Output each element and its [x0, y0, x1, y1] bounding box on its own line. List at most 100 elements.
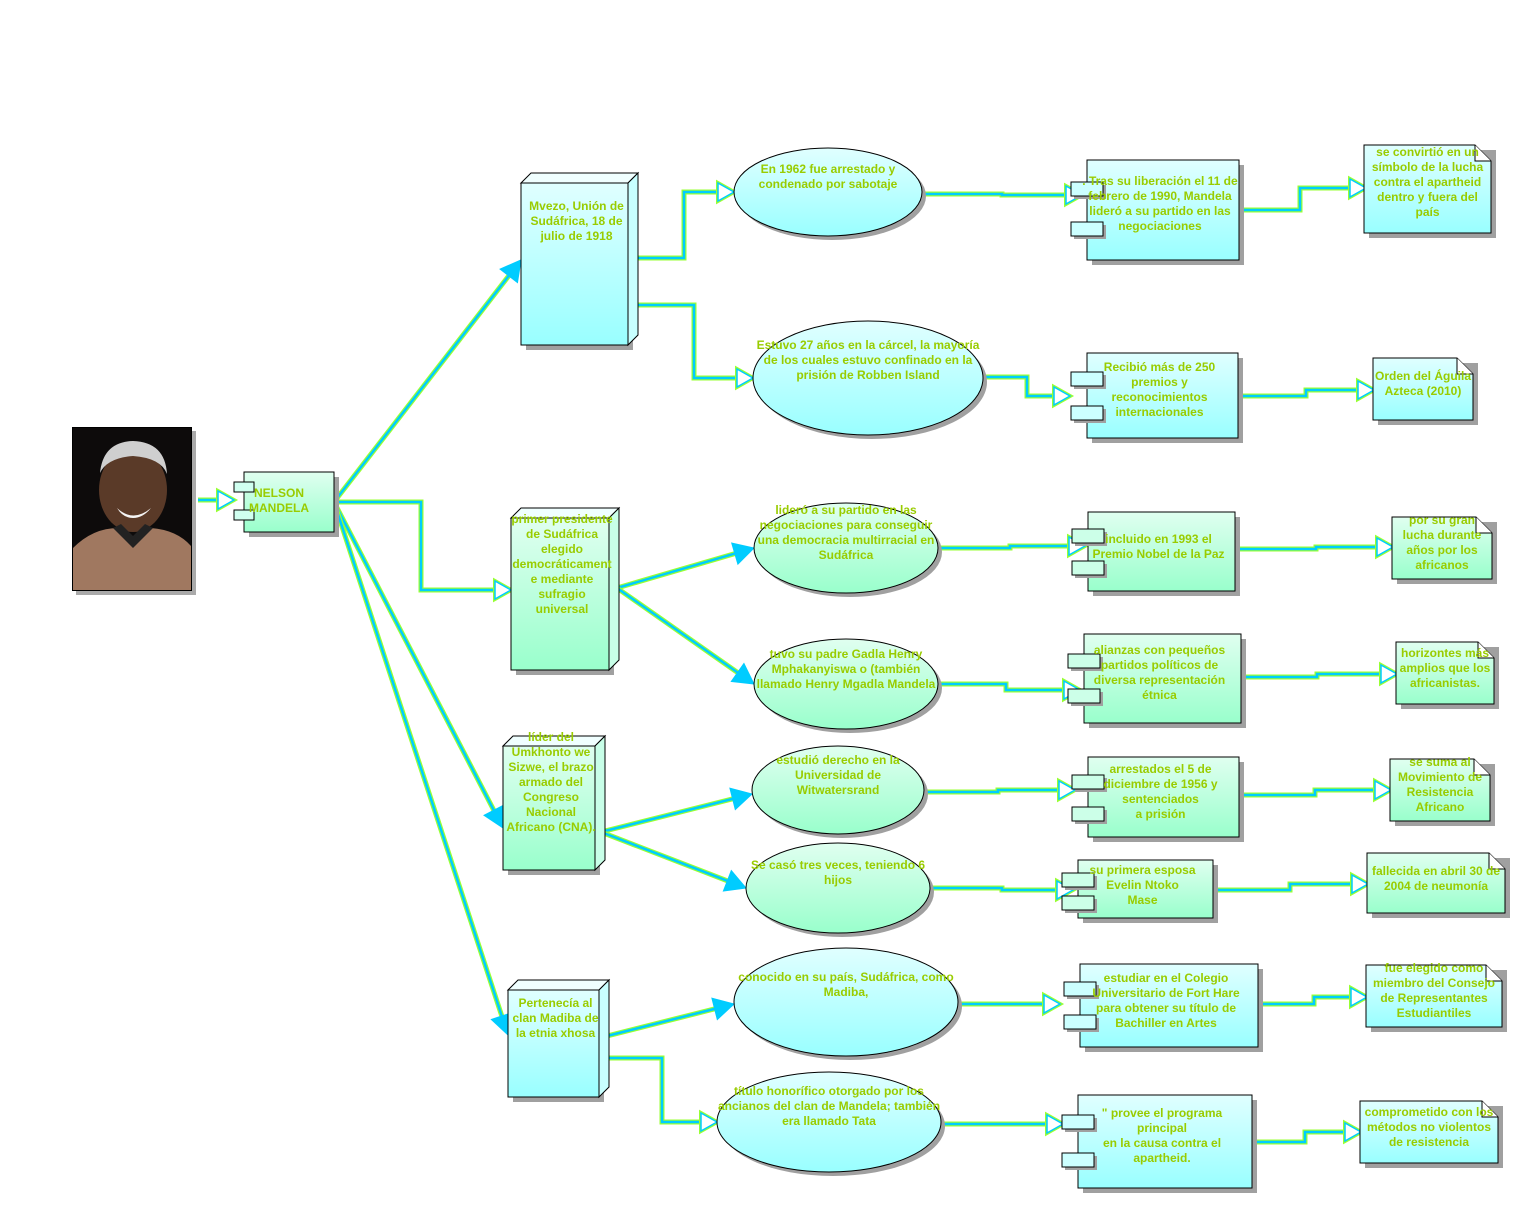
arrowhead-icon [1357, 379, 1376, 401]
arrowhead-icon [1046, 1113, 1065, 1135]
folded-corner-icon [1473, 759, 1490, 776]
component-c3[interactable] [1071, 511, 1240, 596]
ellipse-e2[interactable] [752, 320, 987, 439]
component-tab-icon [1070, 405, 1104, 421]
component-c4[interactable] [1067, 633, 1246, 728]
connector-c3-to-t3[interactable] [1238, 534, 1398, 560]
node3d-n2[interactable] [509, 506, 621, 675]
connectors [198, 175, 1402, 1145]
note-t2[interactable] [1372, 357, 1478, 425]
connector-e5-to-c5[interactable] [924, 777, 1080, 803]
connector-root-to-n4[interactable] [331, 501, 513, 1036]
arrowhead-icon [1374, 779, 1393, 801]
connector-e8-to-c8[interactable] [941, 1111, 1068, 1137]
component-tab-icon [1061, 1152, 1095, 1168]
portrait-image [73, 428, 191, 590]
connector-root-to-n1[interactable] [332, 259, 522, 504]
mandela-photo[interactable] [72, 427, 192, 591]
folded-corner-icon [1475, 517, 1492, 534]
connector-c8-to-t8[interactable] [1250, 1119, 1366, 1145]
arrowhead-icon [1350, 986, 1369, 1008]
ellipse-e4[interactable] [753, 638, 942, 733]
node3d-n3[interactable] [501, 734, 607, 875]
connector-n2-to-e4[interactable] [615, 585, 755, 685]
component-tab-icon [1061, 895, 1095, 911]
connector-photo-to-root[interactable] [198, 487, 239, 513]
arrowhead-icon [1043, 993, 1062, 1015]
connector-c6-to-t6[interactable] [1213, 871, 1373, 897]
connector-e1-to-c1[interactable] [922, 182, 1087, 208]
connector-c1-to-t1[interactable] [1239, 175, 1371, 213]
component-c2[interactable] [1070, 352, 1243, 443]
connector-n3-to-e5[interactable] [600, 787, 754, 835]
connector-root-to-n2[interactable] [334, 499, 516, 603]
component-tab-icon [1071, 560, 1105, 576]
arrowhead-icon [731, 542, 755, 566]
arrowhead-icon [1349, 177, 1368, 199]
connector-n2-to-e3[interactable] [616, 542, 755, 591]
ellipse-e1[interactable] [733, 147, 926, 240]
connector-c7-to-t7[interactable] [1262, 984, 1372, 1010]
arrowhead-icon [1053, 385, 1072, 407]
component-c7[interactable] [1063, 963, 1263, 1052]
folded-corner-icon [1485, 965, 1502, 982]
ellipse-e7[interactable] [733, 947, 962, 1060]
connector-e6-to-c6[interactable] [930, 877, 1078, 903]
component-tab-icon [1061, 872, 1095, 888]
component-tab-icon [1070, 371, 1104, 387]
connector-c5-to-t5[interactable] [1239, 777, 1396, 803]
folded-corner-icon [1488, 853, 1505, 870]
component-tab-icon [1063, 981, 1097, 997]
note-t6[interactable] [1366, 852, 1510, 918]
component-tab-icon [1071, 774, 1105, 790]
component-tab-icon [1067, 688, 1101, 704]
connector-e4-to-c4[interactable] [938, 677, 1085, 703]
component-tab-icon [1061, 1114, 1095, 1130]
arrowhead-icon [1058, 779, 1077, 801]
connector-n4-to-e7[interactable] [606, 997, 736, 1039]
component-c5[interactable] [1071, 756, 1244, 842]
folded-corner-icon [1474, 145, 1491, 162]
note-t4[interactable] [1395, 641, 1499, 709]
connector-e7-to-c7[interactable] [958, 991, 1065, 1017]
connector-c2-to-t2[interactable] [1240, 377, 1379, 403]
component-c1[interactable] [1070, 159, 1244, 265]
note-t1[interactable] [1363, 144, 1496, 238]
folded-corner-icon [1477, 642, 1494, 659]
folded-corner-icon [1456, 358, 1473, 375]
connector-n1-to-e1[interactable] [628, 179, 739, 261]
arrowhead-icon [499, 259, 522, 284]
arrowhead-icon [736, 367, 755, 389]
connector-e3-to-c3[interactable] [938, 533, 1090, 559]
ellipse-e5[interactable] [751, 745, 928, 838]
note-t5[interactable] [1389, 758, 1495, 826]
connector-n3-to-e6[interactable] [600, 829, 747, 892]
arrowhead-icon [711, 997, 736, 1021]
arrowhead-icon [1351, 873, 1370, 895]
arrowhead-icon [494, 579, 513, 601]
component-tab-icon [1071, 806, 1105, 822]
connector-n4-to-e8[interactable] [607, 1055, 722, 1135]
root-node-nelson-mandela[interactable] [233, 471, 339, 537]
node3d-n1[interactable] [519, 171, 640, 350]
component-c8[interactable] [1061, 1094, 1257, 1193]
ellipse-e3[interactable] [753, 502, 942, 597]
connector-c4-to-t4[interactable] [1241, 661, 1402, 687]
note-t8[interactable] [1359, 1100, 1503, 1168]
ellipse-e8[interactable] [716, 1071, 945, 1176]
note-t7[interactable] [1365, 964, 1507, 1032]
connector-e2-to-c2[interactable] [983, 374, 1075, 409]
component-tab-icon [233, 481, 255, 493]
connector-n1-to-e2[interactable] [628, 302, 758, 391]
component-c6[interactable] [1061, 859, 1218, 923]
arrowhead-icon [717, 181, 736, 203]
node3d-n4[interactable] [506, 978, 611, 1102]
component-tab-icon [233, 509, 255, 521]
nodes [233, 144, 1510, 1193]
note-t3[interactable] [1391, 516, 1497, 584]
ellipse-e6[interactable] [745, 842, 934, 937]
arrowhead-icon [730, 662, 755, 685]
connector-root-to-n3[interactable] [331, 500, 505, 829]
arrowhead-icon [217, 489, 236, 511]
